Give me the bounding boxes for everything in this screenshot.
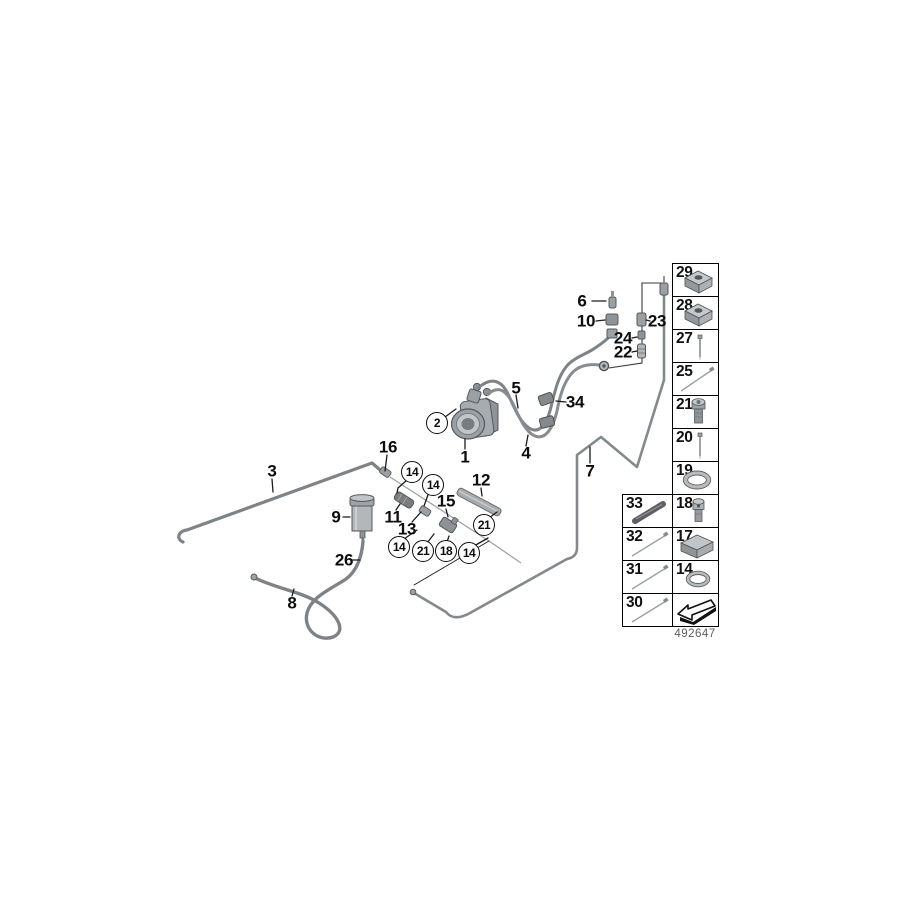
legend-cell-25: 25 bbox=[672, 362, 719, 396]
fitting-chain bbox=[379, 466, 522, 564]
clamp-block-icon bbox=[684, 270, 713, 294]
block-icon bbox=[680, 534, 714, 559]
callout-21-circled: 21 bbox=[473, 514, 495, 536]
callout-8: 8 bbox=[287, 593, 297, 613]
legend-cell-31: 31 bbox=[622, 560, 673, 594]
callout-18-circled: 18 bbox=[435, 540, 457, 562]
callout-16: 16 bbox=[378, 437, 398, 457]
callout-2-circled: 2 bbox=[426, 412, 448, 434]
cable-strap-icon bbox=[631, 597, 669, 623]
callout-1: 1 bbox=[460, 447, 470, 467]
callout-12: 12 bbox=[471, 470, 491, 490]
hose-8-26 bbox=[250, 539, 365, 640]
fluid-line-3 bbox=[177, 461, 381, 544]
callout-6: 6 bbox=[577, 291, 587, 311]
callout-14-circled: 14 bbox=[422, 474, 444, 496]
callout-14-circled: 14 bbox=[401, 461, 423, 483]
legend-cell-14: 14 bbox=[672, 560, 719, 594]
legend-cell-32: 32 bbox=[622, 527, 673, 561]
callout-15: 15 bbox=[436, 491, 456, 511]
callout-14-circled: 14 bbox=[388, 536, 410, 558]
document-number: 492647 bbox=[674, 628, 716, 640]
legend-cell-27: 27 bbox=[672, 329, 719, 363]
callout-21-circled: 21 bbox=[412, 540, 434, 562]
cable-strap-icon bbox=[631, 531, 669, 557]
o-ring-icon bbox=[685, 570, 711, 588]
legend-cell-21: 21 bbox=[672, 395, 719, 429]
callout-34: 34 bbox=[565, 392, 585, 412]
callout-9: 9 bbox=[331, 507, 341, 527]
legend-cell-30: 30 bbox=[622, 593, 673, 627]
cable-strap-icon bbox=[680, 366, 715, 392]
legend-cell-19: 19 bbox=[672, 461, 719, 495]
legend-cell-20: 20 bbox=[672, 428, 719, 462]
bleeder-fitting-15 bbox=[438, 516, 459, 534]
legend-cell-29: 29 bbox=[672, 263, 719, 297]
callout-26: 26 bbox=[334, 550, 354, 570]
bolt-icon bbox=[691, 398, 706, 424]
direction-arrow-icon bbox=[677, 599, 716, 625]
callout-4: 4 bbox=[521, 443, 531, 463]
cable-strap-icon bbox=[631, 564, 669, 590]
callout-3: 3 bbox=[267, 461, 277, 481]
callout-24: 24 bbox=[613, 328, 633, 348]
callout-5: 5 bbox=[511, 378, 521, 398]
callout-14-circled: 14 bbox=[458, 542, 480, 564]
callout-7: 7 bbox=[585, 461, 595, 481]
clutch-slave-cylinder bbox=[450, 382, 499, 440]
hollow-bolt-icon bbox=[692, 498, 705, 522]
callout-10: 10 bbox=[576, 311, 596, 331]
pipe-7 bbox=[409, 276, 669, 619]
leader-lines bbox=[271, 300, 651, 597]
long-screw-icon bbox=[697, 432, 703, 459]
dowel-pin-icon bbox=[632, 501, 666, 524]
legend-cell-28: 28 bbox=[672, 296, 719, 330]
legend-cell-18: 18 bbox=[672, 494, 719, 528]
callout-22: 22 bbox=[613, 342, 633, 362]
long-screw-icon bbox=[697, 334, 703, 360]
callout-23: 23 bbox=[647, 311, 667, 331]
o-ring-icon bbox=[682, 470, 712, 490]
legend-cell-17: 17 bbox=[672, 527, 719, 561]
clamp-block-icon bbox=[684, 303, 713, 327]
legend-cell-33: 33 bbox=[622, 494, 673, 528]
push-rod-12 bbox=[456, 487, 502, 517]
callout-13: 13 bbox=[397, 519, 417, 539]
reservoir-9 bbox=[349, 494, 375, 542]
hose-pair-4-5 bbox=[476, 291, 619, 439]
callout-11: 11 bbox=[384, 507, 402, 527]
legend-cell-arrow bbox=[672, 593, 719, 627]
